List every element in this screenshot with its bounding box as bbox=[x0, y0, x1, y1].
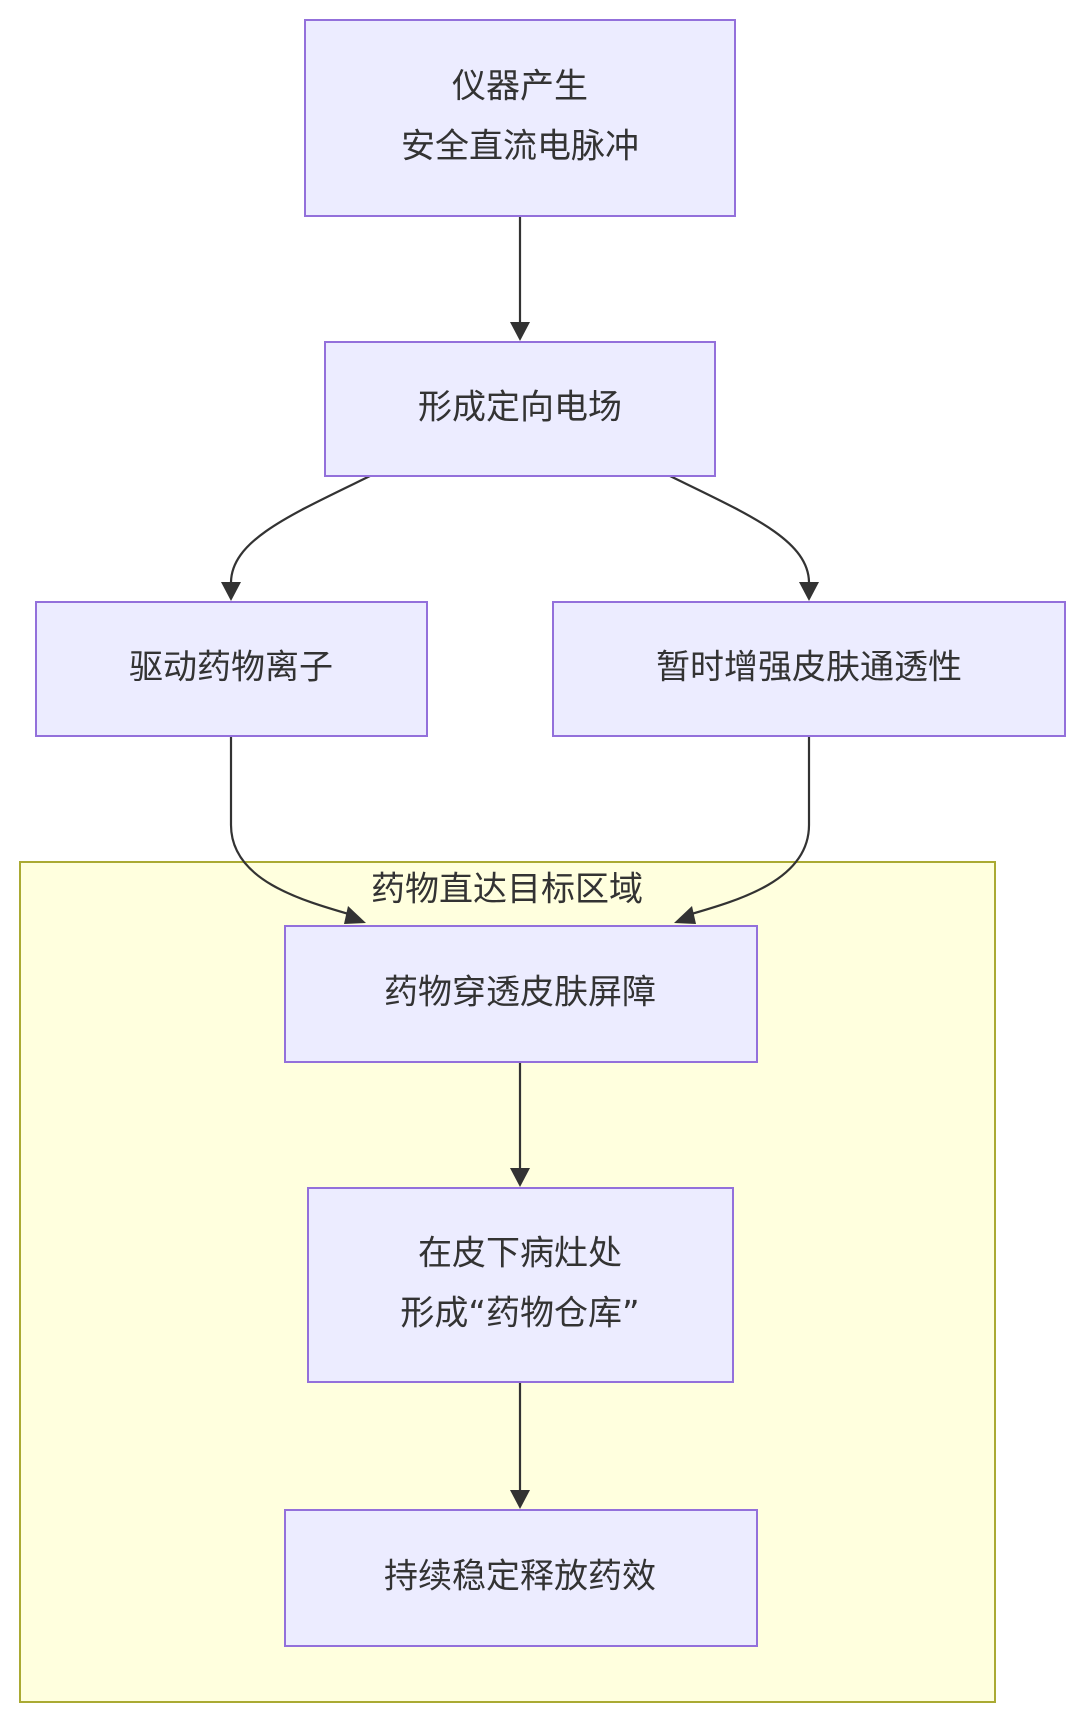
node-label-line: 驱动药物离子 bbox=[129, 648, 333, 688]
node-label-line: 药物穿透皮肤屏障 bbox=[384, 973, 656, 1013]
edge-depot-to-release bbox=[510, 1382, 530, 1509]
node-release: 持续稳定释放药效 bbox=[284, 1509, 758, 1647]
cluster-label: 药物直达目标区域 bbox=[371, 870, 643, 910]
node-label-line: 仪器产生 bbox=[452, 67, 588, 107]
node-label-line: 形成定向电场 bbox=[418, 388, 622, 428]
node-pulse: 仪器产生 安全直流电脉冲 bbox=[304, 19, 736, 217]
edge-field-to-permeability bbox=[669, 475, 819, 601]
node-penetrate: 药物穿透皮肤屏障 bbox=[284, 925, 758, 1063]
edge-penetrate-to-depot bbox=[510, 1062, 530, 1187]
node-drive-ions: 驱动药物离子 bbox=[35, 601, 428, 737]
node-label-line: 安全直流电脉冲 bbox=[401, 127, 639, 167]
edge-pulse-to-field bbox=[510, 216, 530, 341]
node-box bbox=[284, 1509, 758, 1647]
node-box bbox=[304, 19, 736, 217]
edge-field-to-drive-ions bbox=[221, 475, 371, 601]
node-label-line: 持续稳定释放药效 bbox=[384, 1557, 656, 1597]
node-box bbox=[284, 925, 758, 1063]
node-label-line: 形成“药物仓库” bbox=[400, 1294, 639, 1334]
node-label-line: 在皮下病灶处 bbox=[418, 1234, 622, 1274]
node-label-line: 暂时增强皮肤通透性 bbox=[656, 648, 962, 688]
node-box bbox=[35, 601, 428, 737]
node-box bbox=[324, 341, 716, 477]
node-box bbox=[552, 601, 1066, 737]
node-field: 形成定向电场 bbox=[324, 341, 716, 477]
edges bbox=[221, 216, 819, 1509]
edge-drive-ions-to-penetrate bbox=[229, 736, 366, 924]
node-box bbox=[307, 1187, 734, 1383]
node-permeability: 暂时增强皮肤通透性 bbox=[552, 601, 1066, 737]
node-depot: 在皮下病灶处 形成“药物仓库” bbox=[307, 1187, 734, 1383]
edge-permeability-to-penetrate bbox=[674, 736, 811, 924]
